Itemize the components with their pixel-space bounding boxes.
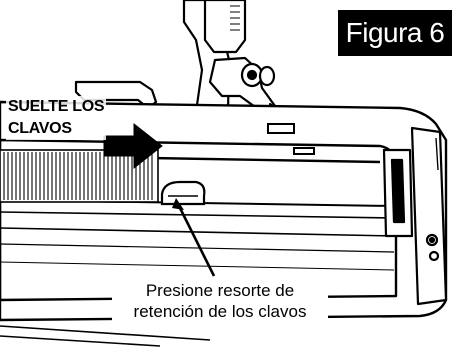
handle-assembly [182,0,284,120]
retention-spring-line-1: Presione resorte de [145,281,295,300]
retention-spring-callout: Presione resorte de retención de los cla… [112,280,328,322]
leader-line [172,198,216,277]
surface-details [267,123,315,155]
nail-strip [0,149,159,203]
end-cap [382,126,448,306]
arrow-right-icon [103,122,163,170]
handle-grip [230,5,240,31]
base [0,325,211,347]
release-nails-callout: SUELTE LOS CLAVOS [6,96,107,140]
release-nails-line-1: SUELTE LOS [8,98,105,115]
retention-spring [160,180,206,206]
retention-spring-line-2: retención de los clavos [133,302,307,321]
figure-label: Figura 6 [338,10,452,56]
release-nails-line-2: CLAVOS [8,120,72,137]
